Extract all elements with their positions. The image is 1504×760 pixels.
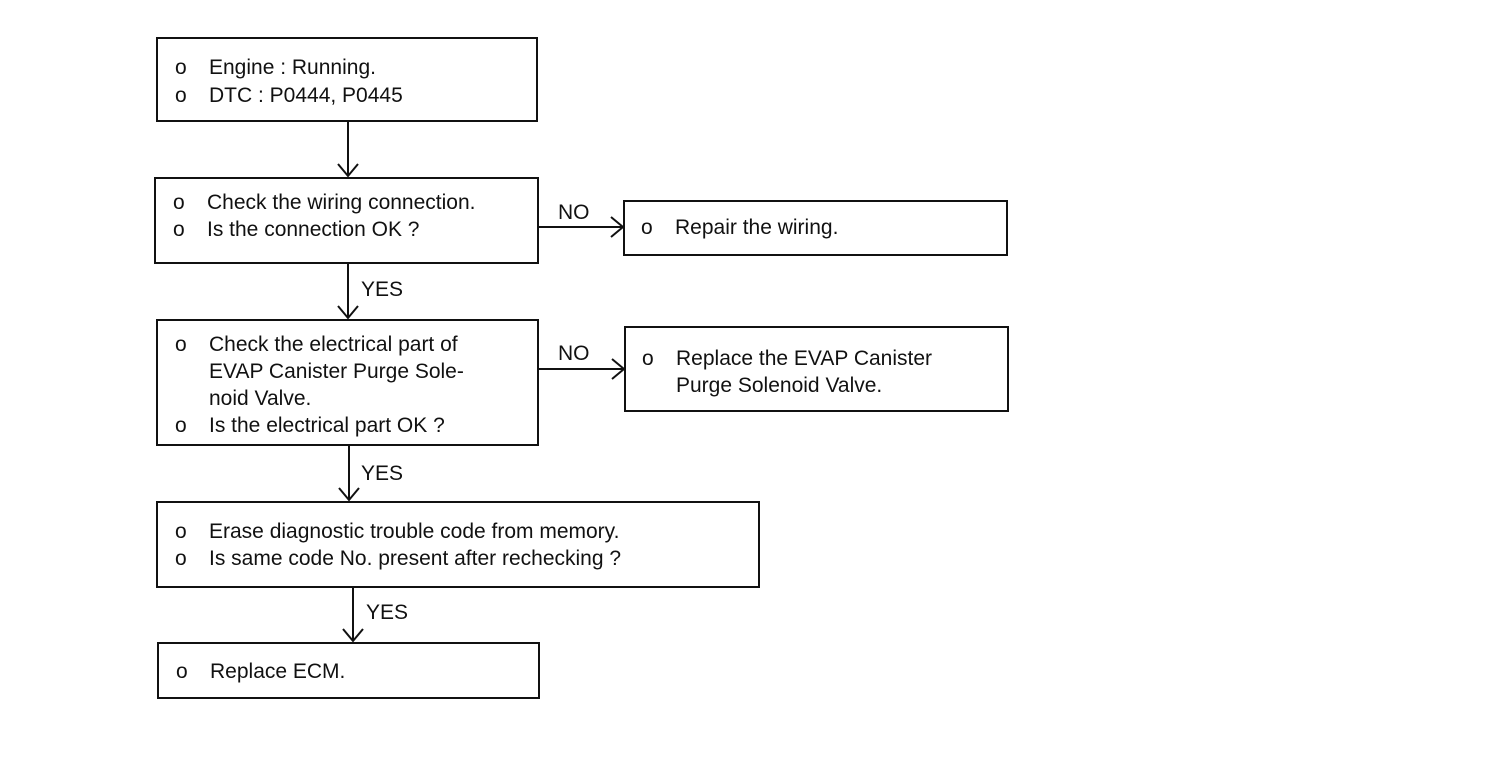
arrowhead-check-wiring <box>337 163 359 178</box>
flow-line: o Replace ECM. <box>176 658 345 685</box>
arrowhead-replace-ecm <box>342 628 364 643</box>
line-text: Repair the wiring. <box>675 216 839 239</box>
flow-line: o Check the electrical part of <box>175 331 458 358</box>
line-text: Replace ECM. <box>210 660 346 683</box>
line-text: Replace the EVAP Canister <box>676 347 933 370</box>
bullet: o <box>176 660 188 683</box>
flow-line: o Is same code No. present after recheck… <box>175 545 621 572</box>
bullet <box>175 358 209 385</box>
yes-label: YES <box>361 462 404 485</box>
flow-line: o Engine : Running. <box>175 54 376 81</box>
line-text: Engine : Running. <box>209 56 376 79</box>
flow-line: o Repair the wiring. <box>641 214 838 241</box>
bullet <box>642 372 676 399</box>
bullet: o <box>642 347 654 370</box>
line-text: Check the wiring connection. <box>207 191 476 214</box>
flow-line: o Erase diagnostic trouble code from mem… <box>175 518 619 545</box>
bullet: o <box>175 414 187 437</box>
flow-line: o Replace the EVAP Canister <box>642 345 932 372</box>
flow-line: o Check the wiring connection. <box>173 189 475 216</box>
check-wiring-box: o Check the wiring connection. o Is the … <box>154 177 539 264</box>
yes-label: YES <box>361 278 404 301</box>
flow-line: Purge Solenoid Valve. <box>642 372 882 399</box>
no-label: NO <box>558 201 590 224</box>
flow-line: EVAP Canister Purge Sole- <box>175 358 464 385</box>
arrowhead-replace-valve <box>611 358 626 380</box>
yes-label: YES <box>366 601 409 624</box>
line-text: Is the electrical part OK ? <box>209 414 445 437</box>
repair-wiring-box: o Repair the wiring. <box>623 200 1008 256</box>
bullet: o <box>173 218 185 241</box>
flow-line: o Is the connection OK ? <box>173 216 419 243</box>
start-conditions-box: o Engine : Running. o DTC : P0444, P0445 <box>156 37 538 122</box>
line-text: Purge Solenoid Valve. <box>676 374 883 397</box>
bullet: o <box>641 216 653 239</box>
line-text: DTC : P0444, P0445 <box>209 84 403 107</box>
line-text: EVAP Canister Purge Sole- <box>209 360 464 383</box>
replace-valve-box: o Replace the EVAP Canister Purge Soleno… <box>624 326 1009 412</box>
line-text: noid Valve. <box>209 387 312 410</box>
bullet: o <box>175 547 187 570</box>
arrowhead-erase <box>338 487 360 502</box>
bullet <box>175 385 209 412</box>
bullet: o <box>175 84 187 107</box>
bullet: o <box>173 191 185 214</box>
flow-line: noid Valve. <box>175 385 311 412</box>
line-text: Is same code No. present after recheckin… <box>209 547 622 570</box>
no-label: NO <box>558 342 590 365</box>
flow-line: o Is the electrical part OK ? <box>175 412 445 439</box>
line-text: Is the connection OK ? <box>207 218 420 241</box>
bullet: o <box>175 56 187 79</box>
replace-ecm-box: o Replace ECM. <box>157 642 540 699</box>
bullet: o <box>175 520 187 543</box>
bullet: o <box>175 333 187 356</box>
check-electrical-box: o Check the electrical part of EVAP Cani… <box>156 319 539 446</box>
line-text: Check the electrical part of <box>209 333 458 356</box>
arrowhead-check-electrical <box>337 305 359 320</box>
arrowhead-repair <box>610 216 625 238</box>
line-text: Erase diagnostic trouble code from memor… <box>209 520 620 543</box>
flow-line: o DTC : P0444, P0445 <box>175 82 403 109</box>
erase-code-box: o Erase diagnostic trouble code from mem… <box>156 501 760 588</box>
